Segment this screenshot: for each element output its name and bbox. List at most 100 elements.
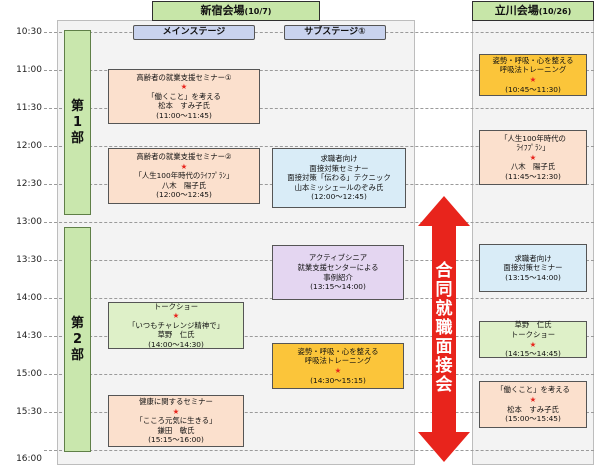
event-time: (15:15〜16:00)	[148, 435, 204, 445]
arrow-label-char: 職	[435, 318, 453, 338]
part-char: 部	[70, 130, 84, 146]
arrow-label-char: 会	[435, 375, 453, 395]
event-speaker: 八木 陽子氏	[161, 180, 207, 190]
joint-interview-arrow	[418, 196, 470, 462]
part-char: 第	[70, 98, 84, 114]
event-speaker: 山本ミッシェールのぞみ氏	[294, 182, 384, 192]
arrow-label-char: 合	[435, 261, 453, 281]
event-title: 「働くこと」を考える	[496, 385, 570, 395]
event-time: (11:00〜11:45)	[156, 110, 212, 120]
time-gridline	[44, 146, 594, 147]
time-label: 15:00	[16, 369, 42, 379]
event-tachikawa-breathing-training[interactable]: 姿勢・呼吸・心を整える 呼吸法トレーニング★ (10:45〜11:30)	[479, 54, 587, 96]
arrow-label-char: 面	[435, 337, 453, 357]
event-speaker: 草野 仁氏	[157, 330, 195, 340]
event-time: (14:15〜14:45)	[505, 349, 561, 359]
shinjuku-venue-header: 新宿会場(10/7)	[152, 1, 320, 21]
arrow-label-char: 同	[435, 280, 453, 300]
event-time: (12:00〜12:45)	[311, 192, 367, 202]
star-icon: ★	[172, 311, 180, 321]
event-subtitle: 就業支援センターによる	[297, 262, 379, 272]
star-icon: ★	[172, 406, 180, 416]
time-label: 11:30	[16, 103, 42, 113]
event-subtitle: 面接対策セミナー	[309, 163, 369, 173]
event-main-health-seminar[interactable]: 健康に関するセミナー★ 「こころ元気に生きる」 鎌田 敏氏 (15:15〜16:…	[108, 395, 244, 447]
event-subtitle: 「働くこと」を考える	[147, 91, 221, 101]
time-label: 10:30	[16, 27, 42, 37]
event-subtitle: 「人生100年時代のﾗｲﾌﾌﾟﾗﾝ」	[134, 171, 234, 181]
star-icon: ★	[529, 339, 537, 349]
event-sub-interview-seminar[interactable]: 求職者向け 面接対策セミナー 面接対策「伝わる」テクニック 山本ミッシェールのぞ…	[272, 148, 406, 208]
event-time: (11:45〜12:30)	[505, 171, 561, 181]
time-label: 11:00	[16, 65, 42, 75]
time-label: 14:30	[16, 331, 42, 341]
event-time: (14:00〜14:30)	[148, 339, 204, 349]
time-gridline	[44, 70, 594, 71]
event-tachikawa-talk-show[interactable]: 草野 仁氏 トークショー★ (14:15〜14:45)	[479, 320, 587, 359]
event-time: (13:15〜14:00)	[310, 282, 366, 292]
time-gridline	[44, 450, 594, 451]
event-title: 求職者向け	[320, 154, 358, 164]
time-label: 15:30	[16, 407, 42, 417]
arrow-label-char: 就	[435, 299, 453, 319]
time-label: 13:00	[16, 217, 42, 227]
star-icon: ★	[529, 75, 537, 84]
time-label: 16:00	[16, 454, 42, 464]
time-gridline	[44, 336, 594, 337]
venue-date: (10/26)	[538, 7, 572, 16]
time-gridline	[44, 222, 594, 223]
time-label: 12:30	[16, 179, 42, 189]
event-speaker: 八木 陽子氏	[510, 162, 556, 172]
event-time: (13:15〜14:00)	[505, 272, 561, 282]
event-subtitle: 面接対策セミナー	[503, 263, 563, 273]
event-title: 姿勢・呼吸・心を整える	[297, 346, 379, 356]
event-title: 高齢者の就業支援セミナー①	[136, 72, 232, 82]
main-stage-header: メインステージ	[133, 25, 255, 40]
part-char: 第	[70, 315, 84, 331]
tachikawa-venue-header: 立川会場(10/26)	[472, 1, 594, 21]
event-subtitle: 面接対策「伝わる」テクニック	[287, 173, 391, 183]
event-sub-active-senior[interactable]: アクティブシニア 就業支援センターによる 事例紹介 (13:15〜14:00)	[272, 245, 404, 300]
time-label: 14:00	[16, 293, 42, 303]
event-title: トークショー	[510, 329, 556, 339]
sub-stage-header: サブステージ①	[284, 25, 386, 40]
event-main-senior-seminar-1[interactable]: 高齢者の就業支援セミナー①★ 「働くこと」を考える 松本 すみ子氏 (11:00…	[108, 69, 260, 124]
star-icon: ★	[180, 82, 188, 92]
part-char: 1	[72, 114, 83, 130]
part-char: 2	[72, 331, 83, 347]
part-2-label: 第 2 部	[64, 227, 91, 452]
event-subtitle: 「こころ元気に生きる」	[135, 416, 217, 426]
event-title: アクティブシニア	[308, 253, 368, 263]
arrow-label-char: 接	[435, 356, 453, 376]
joint-interview-label: 合 同 就 職 面 接 会	[432, 262, 456, 395]
time-label: 13:30	[16, 255, 42, 265]
event-speaker: 松本 すみ子氏	[158, 101, 210, 111]
event-title: 「人生100年時代の	[500, 133, 566, 143]
event-speaker: 松本 すみ子氏	[507, 404, 559, 414]
venue-date: (10/7)	[244, 7, 272, 16]
event-main-talk-show[interactable]: トークショー★ 「いつもチャレンジ精神で」 草野 仁氏 (14:00〜14:30…	[108, 302, 244, 349]
event-subtitle: 呼吸法トレーニング	[499, 65, 567, 75]
event-subtitle: 事例紹介	[323, 272, 353, 282]
star-icon: ★	[334, 366, 342, 375]
part-char: 部	[70, 347, 84, 363]
event-subtitle: ﾗｲﾌﾌﾟﾗﾝ」	[516, 143, 550, 153]
event-title: 高齢者の就業支援セミナー②	[136, 152, 232, 162]
venue-name: 立川会場	[494, 4, 539, 17]
event-time: (10:45〜11:30)	[505, 84, 561, 94]
venue-name: 新宿会場	[200, 4, 245, 17]
event-time: (15:00〜15:45)	[505, 414, 561, 424]
time-gridline	[44, 412, 594, 413]
event-title: トークショー	[153, 301, 199, 311]
event-time: (12:00〜12:45)	[156, 190, 212, 200]
time-gridline	[44, 108, 594, 109]
event-title: 求職者向け	[514, 253, 552, 263]
event-time: (14:30〜15:15)	[310, 375, 366, 385]
event-tachikawa-interview-seminar[interactable]: 求職者向け 面接対策セミナー (13:15〜14:00)	[479, 244, 587, 292]
event-main-senior-seminar-2[interactable]: 高齢者の就業支援セミナー②★ 「人生100年時代のﾗｲﾌﾌﾟﾗﾝ」 八木 陽子氏…	[108, 148, 260, 204]
event-subtitle: 「いつもチャレンジ精神で」	[127, 320, 224, 330]
event-sub-breathing-training[interactable]: 姿勢・呼吸・心を整える 呼吸法トレーニング★ (14:30〜15:15)	[272, 343, 404, 389]
part-1-label: 第 1 部	[64, 30, 91, 215]
event-tachikawa-work-thinking[interactable]: 「働くこと」を考える★ 松本 すみ子氏 (15:00〜15:45)	[479, 381, 587, 428]
event-tachikawa-life-plan[interactable]: 「人生100年時代の ﾗｲﾌﾌﾟﾗﾝ」★ 八木 陽子氏 (11:45〜12:30…	[479, 130, 587, 185]
